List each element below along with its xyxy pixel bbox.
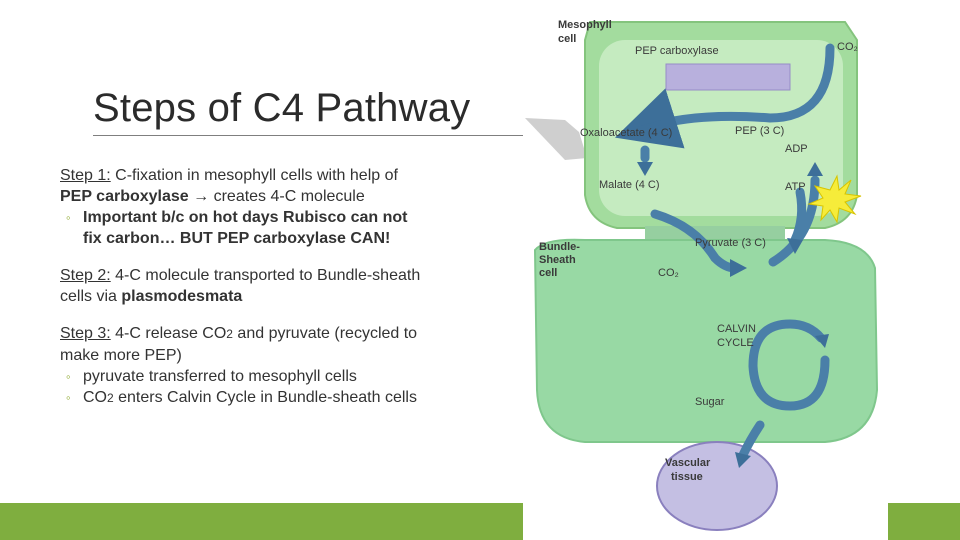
bullet-icon: ◦	[66, 210, 71, 225]
gray-pointer-arrow	[525, 118, 587, 160]
list-item: ◦ CO2 enters Calvin Cycle in Bundle-sheat…	[66, 387, 430, 409]
step-1-text-end: creates 4-C molecule	[209, 188, 365, 205]
bullet-text: pyruvate transferred to mesophyll cells	[83, 368, 357, 385]
calvin-label-2: CYCLE	[717, 337, 754, 349]
vascular-tissue	[656, 441, 778, 531]
step-3-text: 4-C release CO	[110, 325, 227, 342]
list-item: ◦ pyruvate transferred to mesophyll cells	[66, 366, 430, 387]
pep-carboxylase-term: PEP carboxylase	[60, 188, 189, 205]
vascular-label: Vascular	[665, 457, 711, 469]
vascular-label-2: tissue	[671, 471, 703, 483]
step-3: Step 3: 4-C release CO2 and pyruvate (re…	[60, 323, 430, 409]
step-2: Step 2: 4-C molecule transported to Bund…	[60, 265, 430, 307]
co2-bottom-label: CO₂	[658, 267, 679, 279]
pyruvate-label: Pyruvate (3 C)	[695, 237, 766, 249]
step-1-label: Step 1:	[60, 167, 111, 184]
step-2-text: 4-C molecule transported to Bundle-sheat…	[60, 267, 421, 305]
pep-carboxylase-label: PEP carboxylase	[635, 45, 719, 57]
subscript-2: 2	[226, 327, 233, 341]
step-1-text: C-fixation in mesophyll cells with help …	[110, 167, 398, 184]
bullet-text: Important b/c on hot days Rubisco can no…	[83, 209, 408, 247]
step-1: Step 1: C-fixation in mesophyll cells wi…	[60, 165, 430, 249]
sugar-label: Sugar	[695, 396, 725, 408]
bullet-text: CO	[83, 389, 107, 406]
footer-bar-left	[0, 503, 523, 540]
arrow-right-icon: →	[193, 188, 210, 205]
pathway-arrows	[614, 43, 835, 460]
step-3-bullets: ◦ pyruvate transferred to mesophyll cells…	[66, 366, 430, 409]
bundle-sheath-cell	[533, 238, 879, 443]
bullet-text-end: enters Calvin Cycle in Bundle-sheath cel…	[113, 389, 417, 406]
mesophyll-label-2: cell	[558, 33, 576, 45]
pep-label: PEP (3 C)	[735, 125, 784, 137]
list-item: ◦ Important b/c on hot days Rubisco can n…	[66, 207, 430, 249]
step-1-bullets: ◦ Important b/c on hot days Rubisco can n…	[66, 207, 430, 249]
bullet-icon: ◦	[66, 369, 71, 384]
pep-carboxylase-box	[665, 63, 791, 91]
step-3-label: Step 3:	[60, 325, 111, 342]
plasmodesmata-term: plasmodesmata	[121, 288, 243, 305]
mesophyll-label: Mesophyll	[558, 19, 612, 31]
bundle-sheath-label-3: cell	[539, 267, 557, 279]
subscript-2: 2	[107, 391, 114, 405]
c4-pathway-diagram: Mesophyll cell PEP carboxylase CO₂ Oxalo…	[525, 19, 879, 531]
calvin-label: CALVIN	[717, 323, 756, 335]
co2-top-label: CO₂	[837, 41, 858, 53]
slide-title: Steps of C4 Pathway	[93, 86, 471, 130]
title-underline	[93, 135, 523, 136]
atp-label: ATP	[785, 181, 806, 193]
oxaloacetate-label: Oxaloacetate (4 C)	[580, 127, 672, 139]
step-3-text-end: and pyruvate (recycled to make more PEP)	[60, 325, 418, 364]
malate-label: Malate (4 C)	[599, 179, 660, 191]
arrowheads	[637, 120, 829, 468]
step-2-label: Step 2:	[60, 267, 111, 284]
footer-bar-right	[888, 503, 960, 540]
bundle-sheath-label-2: Sheath	[539, 254, 576, 266]
light-energy-icon	[807, 174, 862, 224]
bundle-sheath-label: Bundle-	[539, 241, 580, 253]
diagram-labels: Mesophyll cell PEP carboxylase CO₂ Oxalo…	[539, 19, 858, 483]
bullet-icon: ◦	[66, 390, 71, 405]
adp-label: ADP	[785, 143, 808, 155]
slide-content: Step 1: C-fixation in mesophyll cells wi…	[60, 165, 430, 409]
